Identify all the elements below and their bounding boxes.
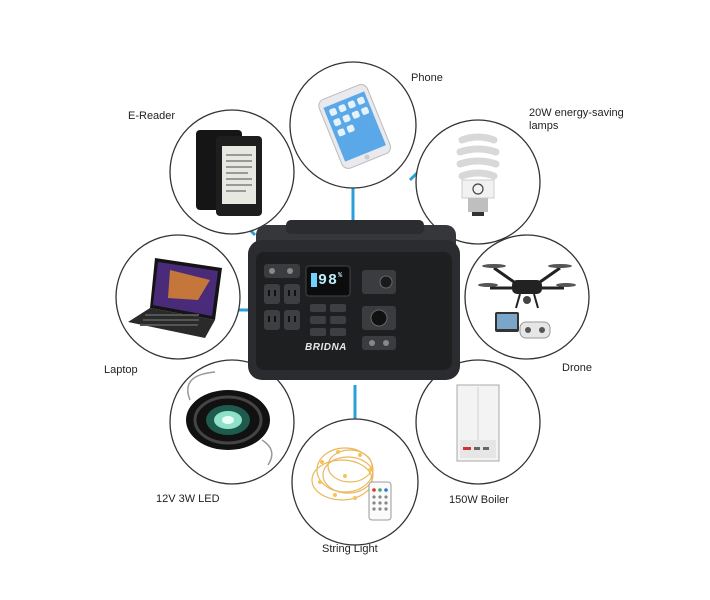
battery-percent-value: 98 bbox=[318, 272, 339, 289]
led-node bbox=[169, 359, 295, 485]
phone-icon bbox=[318, 84, 392, 169]
string-light-node bbox=[291, 418, 419, 546]
display-readout: 98% bbox=[318, 272, 343, 289]
drone-node bbox=[464, 234, 590, 360]
ereader-node bbox=[169, 109, 295, 235]
lamp-node bbox=[415, 119, 541, 245]
brand-logo: BRIDNA bbox=[305, 342, 347, 353]
power-station bbox=[248, 220, 460, 380]
drone-icon bbox=[478, 264, 576, 309]
ac-outlets bbox=[264, 284, 300, 330]
label-lamps: 20W energy-saving lamps bbox=[529, 107, 624, 132]
label-ereader: E-Reader bbox=[128, 110, 176, 122]
ereader-icon bbox=[196, 130, 262, 216]
laptop-node bbox=[115, 234, 241, 360]
label-laptop: Laptop bbox=[104, 364, 138, 376]
label-boiler: 150W Boiler bbox=[449, 494, 509, 506]
label-led: 12V 3W LED bbox=[156, 493, 220, 505]
laptop-icon bbox=[128, 258, 222, 338]
label-drone: Drone bbox=[562, 362, 592, 374]
battery-percent-unit: % bbox=[338, 272, 344, 280]
boiler-icon bbox=[456, 384, 500, 462]
usb-ports bbox=[310, 304, 346, 336]
label-phone: Phone bbox=[411, 72, 443, 84]
string-light-icon bbox=[311, 447, 374, 501]
led-downlight-icon bbox=[186, 371, 273, 466]
remote-icon bbox=[368, 481, 392, 521]
bulb-icon bbox=[456, 133, 500, 180]
remote-controller-icon bbox=[495, 312, 551, 339]
phone-node bbox=[289, 61, 417, 189]
label-string-light: String Light bbox=[322, 543, 378, 555]
boiler-node bbox=[415, 359, 541, 485]
